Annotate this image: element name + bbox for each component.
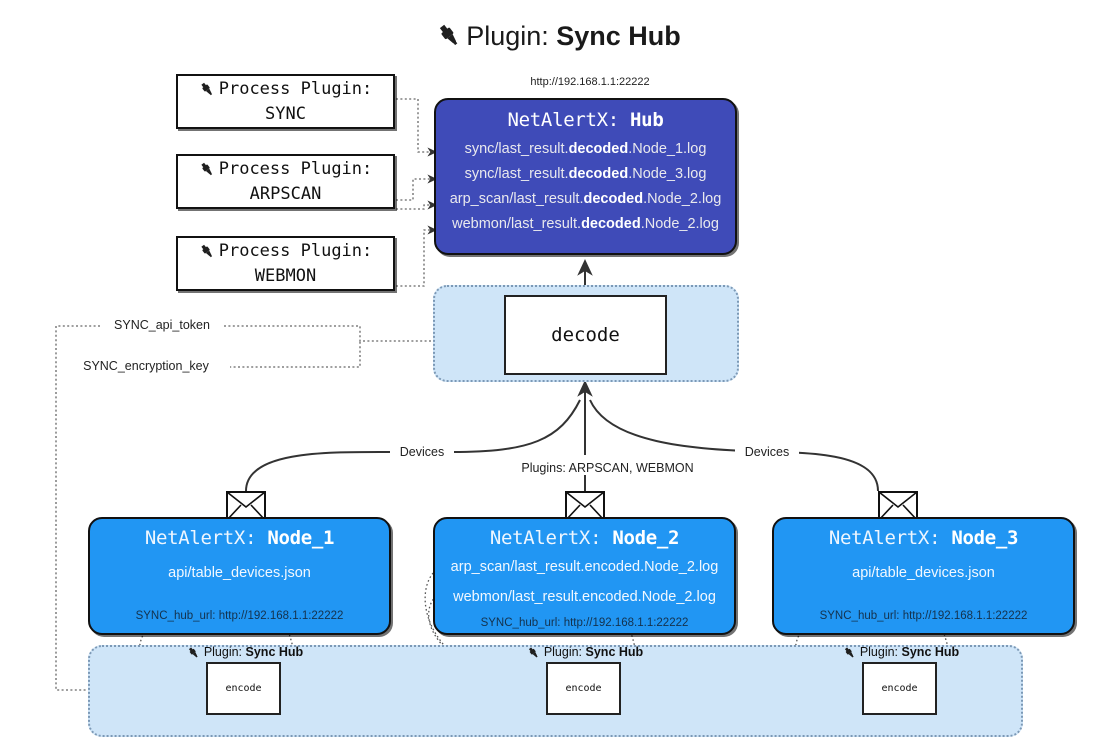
node-title: NetAlertX: Node_2 [489, 527, 680, 549]
process-plugin-label: Process Plugin: [199, 78, 372, 103]
label-devices-right: Devices [735, 445, 799, 459]
process-plugin-sync[interactable]: Process Plugin: SYNC [176, 74, 395, 129]
envelope-icon [878, 491, 918, 526]
hub-log-line: sync/last_result.decoded.Node_3.log [464, 166, 707, 182]
node-box-node-3[interactable]: NetAlertX: Node_3 api/table_devices.json… [772, 517, 1075, 635]
hub-log-line: sync/last_result.decoded.Node_1.log [464, 141, 707, 157]
label-sync-api-token: SYNC_api_token [100, 318, 224, 332]
hub-title-prefix: NetAlertX: [507, 109, 631, 131]
node-line: api/table_devices.json [168, 565, 311, 581]
plug-icon [187, 646, 200, 662]
plug-icon [199, 243, 215, 265]
label-devices-left: Devices [390, 445, 454, 459]
label-sync-encryption-key: SYNC_encryption_key [62, 359, 230, 373]
node-hub-url: SYNC_hub_url: http://192.168.1.1:22222 [135, 610, 344, 622]
node-title: NetAlertX: Node_3 [828, 527, 1019, 549]
hub-log-line: arp_scan/last_result.decoded.Node_2.log [449, 191, 722, 207]
page-title: Plugin: Sync Hub [0, 16, 1117, 59]
node-line: webmon/last_result.encoded.Node_2.log [453, 589, 716, 605]
encode-box[interactable]: encode [206, 662, 281, 715]
node-line: api/table_devices.json [852, 565, 995, 581]
process-plugin-webmon[interactable]: Process Plugin: WEBMON [176, 236, 395, 291]
encode-plugin-caption: Plugin: Sync Hub [816, 645, 986, 662]
plug-icon [843, 646, 856, 662]
hub-log-line: webmon/last_result.decoded.Node_2.log [452, 216, 719, 232]
encode-box[interactable]: encode [862, 662, 937, 715]
node-title: NetAlertX: Node_1 [144, 527, 335, 549]
process-plugin-name: ARPSCAN [249, 184, 322, 204]
hub-title: NetAlertX: Hub [436, 109, 735, 131]
title-name: Sync Hub [556, 21, 681, 51]
hub-box[interactable]: NetAlertX: Hub sync/last_result.decoded.… [434, 98, 737, 255]
encode-plugin-caption: Plugin: Sync Hub [500, 645, 670, 662]
node-hub-url: SYNC_hub_url: http://192.168.1.1:22222 [819, 610, 1028, 622]
label-plugins-mid: Plugins: ARPSCAN, WEBMON [505, 461, 710, 475]
title-prefix: Plugin: [466, 21, 557, 51]
hub-url-caption: http://192.168.1.1:22222 [530, 76, 650, 88]
process-plugin-arpscan[interactable]: Process Plugin: ARPSCAN [176, 154, 395, 209]
process-plugin-name: SYNC [265, 104, 306, 124]
process-plugin-label: Process Plugin: [199, 158, 372, 183]
process-plugin-label: Process Plugin: [199, 240, 372, 265]
encode-box[interactable]: encode [546, 662, 621, 715]
hub-title-name: Hub [630, 109, 664, 131]
plug-icon [199, 161, 215, 183]
node-box-node-1[interactable]: NetAlertX: Node_1 api/table_devices.json… [88, 517, 391, 635]
node-hub-url: SYNC_hub_url: http://192.168.1.1:22222 [480, 617, 689, 629]
plug-icon [199, 81, 215, 103]
node-line: arp_scan/last_result.encoded.Node_2.log [450, 559, 719, 575]
plug-icon [527, 646, 540, 662]
encode-plugin-caption: Plugin: Sync Hub [160, 645, 330, 662]
decode-box[interactable]: decode [504, 295, 667, 375]
process-plugin-name: WEBMON [254, 266, 317, 286]
node-box-node-2[interactable]: NetAlertX: Node_2 arp_scan/last_result.e… [433, 517, 736, 635]
plug-icon [436, 19, 462, 59]
